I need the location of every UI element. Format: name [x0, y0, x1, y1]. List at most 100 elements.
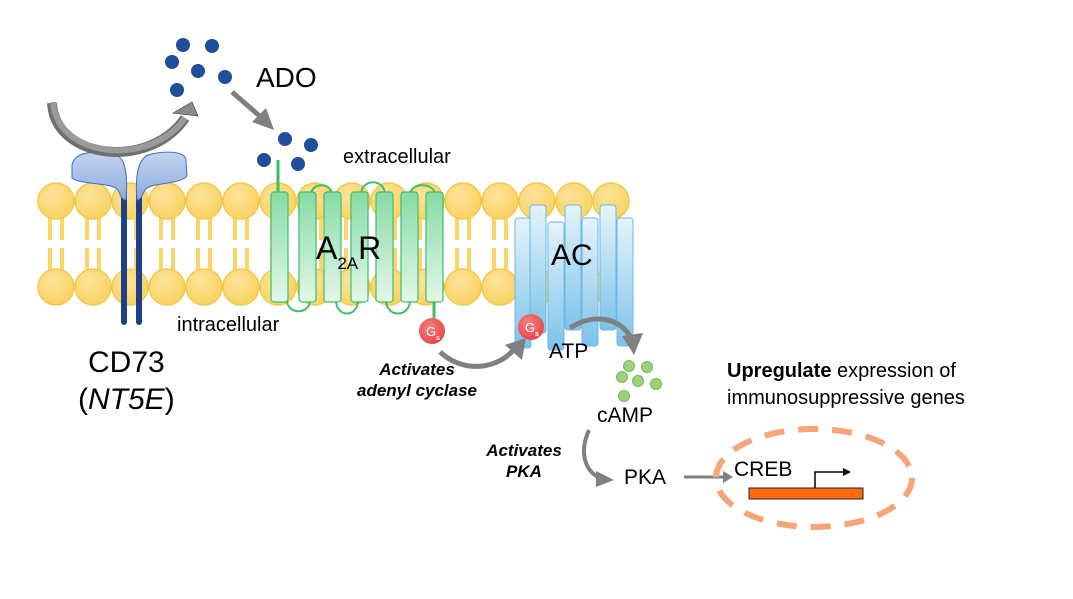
ado-arrow	[230, 90, 264, 120]
ado-dot	[278, 132, 292, 146]
cd73-stalk-right	[136, 190, 142, 325]
cd73-enzyme	[71, 151, 188, 325]
nt5e-label: (NT5E)	[78, 383, 175, 417]
camp-dot	[623, 360, 635, 372]
activates-ac-line2: adenyl cyclase	[356, 381, 478, 400]
lipid-head	[481, 182, 519, 220]
lipid-head	[222, 268, 260, 306]
lipid-head	[37, 182, 75, 220]
cd73-stalk-left	[121, 190, 127, 325]
atp-to-camp-arrow	[568, 316, 635, 342]
gs-circle	[419, 318, 445, 344]
arrow-head-icon	[596, 471, 614, 487]
ado-dot	[170, 83, 184, 97]
receptor-loop	[286, 299, 311, 313]
receptor-helix	[270, 191, 289, 303]
lipid-head	[74, 268, 112, 306]
arrow-head-icon	[505, 338, 526, 360]
arrow-head-icon	[622, 333, 643, 355]
ac-helix	[564, 204, 582, 331]
upregulate-rest: expression of	[831, 360, 956, 382]
upregulate-line2: immunosuppressive genes	[727, 387, 965, 409]
receptor-helix	[425, 191, 444, 303]
receptor-loop	[335, 299, 359, 315]
receptor-loop	[360, 181, 386, 196]
activates-pka-text: Activates PKA	[479, 440, 569, 482]
camp-dot	[632, 375, 644, 387]
ado-dot	[176, 38, 190, 52]
upregulate-text: Upregulate expression of immunosuppressi…	[727, 358, 965, 412]
receptor-loop	[385, 299, 411, 315]
activates-ac-text: Activates adenyl cyclase	[342, 359, 492, 401]
gs-subscript: s	[436, 335, 440, 342]
receptor-helix	[298, 191, 317, 303]
lipid-head	[444, 182, 482, 220]
camp-dot	[618, 390, 630, 402]
ac-helix	[599, 204, 617, 331]
activates-pka-line1: Activates	[486, 441, 562, 460]
arrow-head-icon	[723, 471, 733, 483]
ac-label: AC	[551, 239, 593, 272]
receptor-helix	[323, 191, 342, 303]
lipid-head	[111, 268, 149, 306]
lipid-head	[444, 268, 482, 306]
paren-close: )	[164, 383, 175, 416]
a2ar-subscript: 2A	[337, 254, 359, 273]
camp-label: cAMP	[597, 404, 654, 427]
pka-label: PKA	[624, 466, 667, 489]
ado-molecules	[165, 38, 318, 171]
lipid-head	[74, 182, 112, 220]
intracellular-label: intracellular	[177, 314, 280, 336]
gs-subscript: s	[535, 331, 539, 338]
paren-open: (	[78, 383, 88, 416]
arrow-head-icon	[252, 108, 274, 130]
a2ar-label: A2AR	[316, 230, 381, 274]
receptor-helix	[350, 191, 369, 303]
arrow-head-icon	[172, 101, 199, 117]
gs-protein-receptor: G s	[419, 318, 445, 344]
cd73-product-arrow-fill	[50, 101, 188, 154]
lipid-head	[222, 182, 260, 220]
a2ar-a: A	[316, 230, 338, 266]
ado-dot	[165, 55, 179, 69]
upregulate-line1: Upregulate expression of	[727, 358, 965, 385]
ado-dot	[218, 70, 232, 84]
activates-pka-line2: PKA	[506, 462, 542, 481]
camp-dot	[641, 361, 653, 373]
ado-dot	[257, 153, 271, 167]
lipid-head	[481, 268, 519, 306]
lipid-head	[148, 268, 186, 306]
extracellular-label: extracellular	[343, 146, 451, 168]
receptor-helix	[375, 191, 394, 303]
ado-dot	[191, 64, 205, 78]
ado-dot	[205, 39, 219, 53]
lipid-head	[185, 268, 223, 306]
gene-bar	[748, 487, 864, 500]
activates-pka-arrow	[582, 429, 602, 480]
cd73-label: CD73	[88, 346, 165, 379]
nt5e-gene: NT5E	[88, 383, 165, 416]
atp-label: ATP	[549, 340, 589, 363]
cd73-head-right	[135, 151, 188, 201]
camp-dot	[616, 371, 628, 383]
cd73-product-arrow	[47, 102, 190, 157]
activates-ac-arrow	[438, 346, 517, 369]
lipid-head	[37, 268, 75, 306]
camp-molecules	[616, 360, 662, 402]
ac-helix	[616, 217, 634, 347]
nucleus-region	[713, 426, 915, 530]
gs-label: G	[525, 320, 535, 335]
upregulate-bold: Upregulate	[727, 360, 832, 382]
camp-dot	[650, 378, 662, 390]
lipid-head	[148, 182, 186, 220]
gs-protein-ac: G s	[518, 314, 544, 340]
a2a-receptor	[270, 160, 444, 325]
transcription-start-icon	[814, 468, 851, 488]
gs-circle	[518, 314, 544, 340]
ado-label: ADO	[256, 62, 317, 93]
ado-dot	[291, 157, 305, 171]
ac-helix	[529, 204, 547, 334]
ac-helix	[581, 217, 599, 347]
gs-label: G	[426, 324, 436, 339]
